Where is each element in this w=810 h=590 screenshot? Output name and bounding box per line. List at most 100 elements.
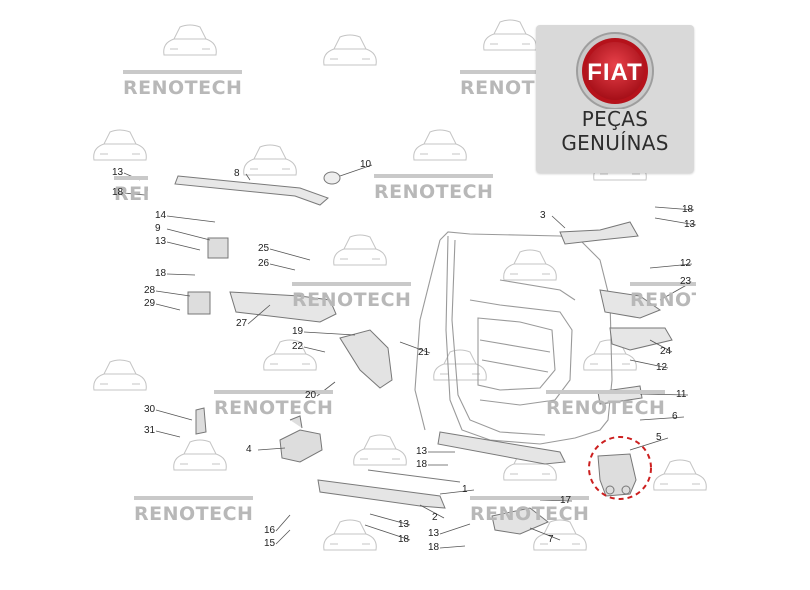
callout-13: 13 [398,519,410,530]
car-watermark-icon [483,19,537,51]
leader-line [155,290,191,297]
callout-6: 6 [672,411,678,422]
car-watermark-icon [93,129,147,161]
callout-22: 22 [292,341,304,352]
bracket-27 [229,291,337,323]
car-watermark-icon [533,519,587,551]
callout-12: 12 [680,258,692,269]
callout-18: 18 [112,187,124,198]
callout-18: 18 [682,204,694,215]
leader-line [629,359,669,369]
lower-rail-1 [317,469,461,509]
leader-line [629,437,669,451]
callout-8: 8 [234,168,240,179]
leader-line [439,523,471,535]
car-watermark-icon [323,34,377,66]
callout-24: 24 [660,346,672,357]
part-10 [323,171,341,185]
leader-line [639,416,685,421]
callout-18: 18 [416,459,428,470]
car-watermark-icon [323,519,377,551]
svg-text:FIAT: FIAT [587,59,643,86]
roller-arm-19 [339,329,393,389]
callout-13: 13 [416,446,428,457]
leader-line [303,331,356,336]
leader-line [245,173,251,181]
callout-30: 30 [144,404,156,415]
bracket-9 [207,237,229,259]
leader-line [654,206,695,211]
handle-24 [609,327,673,351]
callout-29: 29 [144,298,156,309]
center-rail-6 [437,431,566,465]
callout-26: 26 [258,258,270,269]
car-watermark-icon [433,349,487,381]
callout-13: 13 [684,219,696,230]
callout-1: 1 [462,484,468,495]
leader-line [269,248,311,261]
callout-27: 27 [236,318,248,329]
leader-line [654,217,697,226]
leader-line [529,527,561,541]
fiat-logo: FIAT [576,32,654,109]
leader-line [166,215,216,223]
leader-line [339,164,373,177]
car-watermark-icon [333,234,387,266]
car-watermark-icon [163,24,217,56]
callout-13: 13 [155,236,167,247]
leader-line [155,430,181,438]
leader-line [247,304,271,325]
leader-line [269,263,296,271]
car-watermark-icon [263,339,317,371]
callout-13: 13 [112,167,124,178]
callout-31: 31 [144,425,156,436]
callout-3: 3 [540,210,546,221]
leader-line [166,228,211,241]
car-watermark-icon [353,434,407,466]
fiat-genuine-parts-badge: FIAT PEÇAS GENUÍNAS [536,25,694,173]
callout-13: 13 [428,528,440,539]
callout-25: 25 [258,243,270,254]
hinge-roller-4 [279,415,323,463]
leader-line [649,339,673,353]
upper-roller-3 [559,221,639,245]
leader-line [419,504,445,519]
watermark-renotech: RENOTECH [292,282,412,311]
leader-line [369,513,411,526]
callout-4: 4 [246,444,252,455]
watermark-renotech: RENOTECH [214,390,334,419]
leader-line [123,192,146,196]
car-watermark-icon [503,249,557,281]
watermark-renotech: RENOTECH [546,390,666,419]
car-watermark-icon [653,459,707,491]
highlight-circle [588,436,652,500]
leader-line [303,346,326,353]
leader-line [399,341,431,354]
car-watermark-icon [243,144,297,176]
leader-line [649,263,693,269]
watermark-renotech: RENOTECH [470,496,590,525]
handle-23 [599,289,662,319]
watermark-renotech: RENOTECH [374,174,494,203]
callout-11: 11 [676,389,687,400]
upper-rail-8 [174,175,329,206]
badge-line-1: PEÇAS [581,107,649,131]
callout-15: 15 [264,538,276,549]
callout-5: 5 [656,432,662,443]
callout-28: 28 [144,285,156,296]
callout-19: 19 [292,326,304,337]
callout-23: 23 [680,276,692,287]
leader-line [364,524,411,541]
callout-2: 2 [432,512,438,523]
leader-line [275,514,291,532]
lower-roller-7 [491,507,549,535]
leader-line [551,215,566,229]
callout-18: 18 [155,268,167,279]
callout-20: 20 [305,390,317,401]
leader-line [155,303,181,311]
watermark-renotech: RENOTECH [114,176,148,205]
watermark-renotech: RENOTECH [123,70,243,99]
callout-17: 17 [560,495,572,506]
part-30 [195,407,207,435]
